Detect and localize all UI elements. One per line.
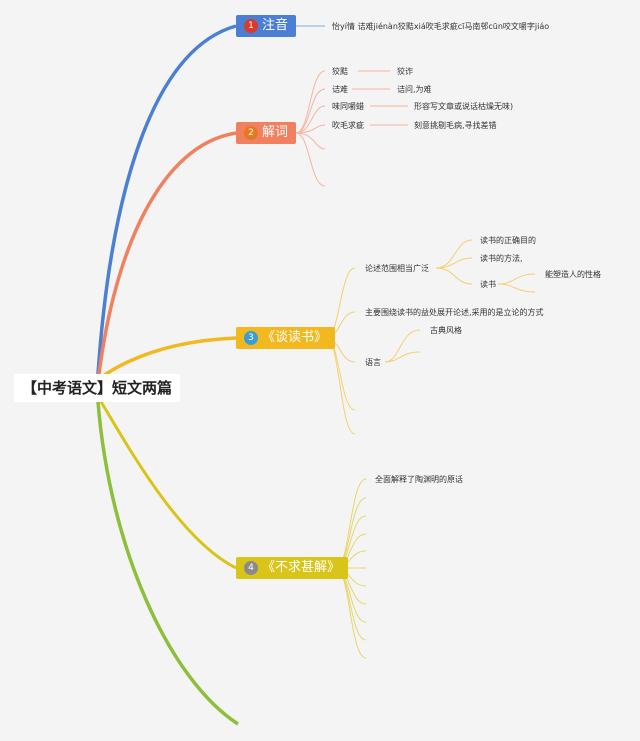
scope-item-purpose[interactable]: 读书的正确目的: [480, 236, 536, 245]
scope-item-method[interactable]: 读书的方法,: [480, 254, 523, 263]
branch-jieci[interactable]: 2 解词: [236, 122, 297, 144]
dushu-item-character[interactable]: 能塑造人的性格: [545, 270, 601, 279]
meaning-jiaoxia[interactable]: 狡诈: [397, 67, 413, 76]
yuyan-item-classical[interactable]: 古典风格: [430, 326, 462, 335]
number-badge-1: 1: [244, 19, 258, 33]
branch-zhuyin[interactable]: 1 注音: [236, 15, 297, 37]
number-badge-4: 4: [244, 561, 258, 575]
branch-label: 注音: [262, 18, 289, 33]
branch-tandushu[interactable]: 3 《谈读书》: [236, 327, 336, 349]
dushu-node[interactable]: 读书: [480, 280, 496, 289]
zhuyin-text[interactable]: 怡yí情 诘难jiénàn狡黠xiá吹毛求疵cī马南邨cūn咬文嚼字jiáo: [332, 22, 550, 31]
meaning-weitongjiaola[interactable]: 形容写文章或说话枯燥无味): [414, 102, 514, 111]
branch-buqiushenjie[interactable]: 4 《不求甚解》: [236, 557, 349, 579]
number-badge-3: 3: [244, 331, 258, 345]
meaning-jienan[interactable]: 诘问,为难: [397, 85, 432, 94]
root-topic[interactable]: 【中考语文】短文两篇: [14, 374, 181, 402]
yuyan-node[interactable]: 语言: [365, 358, 381, 367]
term-chuimaoqiuci[interactable]: 吹毛求疵: [332, 121, 364, 130]
buqiu-item-1[interactable]: 全面解释了陶渊明的原话: [375, 475, 463, 484]
term-jienan[interactable]: 诘难: [332, 85, 348, 94]
term-weitongjiaola[interactable]: 味同嚼蜡: [332, 102, 364, 111]
branch-label: 解词: [262, 125, 289, 140]
scope-node[interactable]: 论述范围相当广泛: [365, 264, 429, 273]
meaning-chuimaoqiuci[interactable]: 刻意挑剔毛病,寻找差错: [414, 121, 497, 130]
lunzheng-node[interactable]: 主要围绕读书的益处展开论述,采用的是立论的方式: [365, 308, 544, 317]
term-jiaoxia[interactable]: 狡黠: [332, 67, 348, 76]
branch-label: 《谈读书》: [262, 330, 328, 345]
branch-label: 《不求甚解》: [262, 560, 341, 575]
number-badge-2: 2: [244, 126, 258, 140]
